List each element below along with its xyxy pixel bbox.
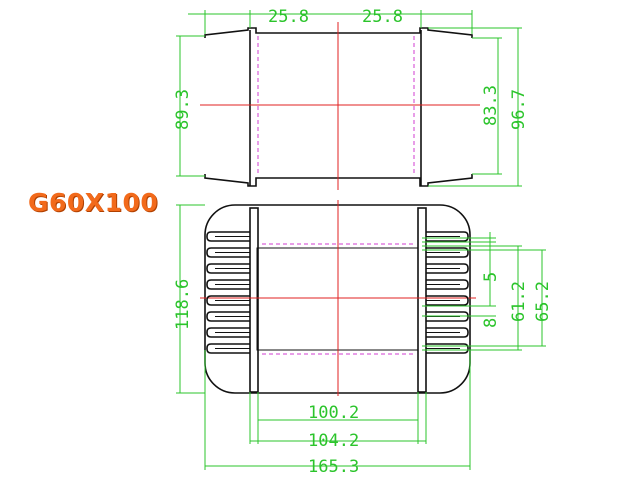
model-label: G60X100 [28,188,159,217]
dim-width-inner: 100.2 [308,403,359,423]
dim-width-total: 165.3 [308,457,359,477]
fin-right [426,279,469,290]
front-pin-right [417,207,427,393]
dim-width-mid: 104.2 [308,431,359,451]
dim-top-width-right: 25.8 [362,7,403,27]
fin-left [206,247,250,258]
fin-right [426,231,469,242]
front-dimension-lines [176,204,546,470]
dim-top-height-outer: 96.7 [509,89,529,130]
fin-right [426,247,469,258]
dim-fin-pitch: 8 [481,318,501,328]
fin-left [206,311,250,322]
fin-left [206,279,250,290]
fin-right [426,327,469,338]
fin-left [206,295,250,306]
dim-slot-61: 61.2 [509,281,529,322]
top-view [200,22,480,190]
dim-fin-gap: 5 [481,272,501,282]
top-dimension-lines [176,10,522,187]
dim-body-height: 118.6 [173,279,193,330]
fin-left [206,343,250,354]
dim-top-height-inner: 83.3 [481,85,501,126]
dim-slot-65: 65.2 [533,281,553,322]
fin-left [206,231,250,242]
fin-left [206,327,250,338]
dim-top-height-left: 89.3 [173,89,193,130]
fin-right [426,343,469,354]
dim-top-width-left: 25.8 [268,7,309,27]
fin-right [426,263,469,274]
fin-left [206,263,250,274]
front-view [200,200,476,396]
fin-right [426,295,469,306]
